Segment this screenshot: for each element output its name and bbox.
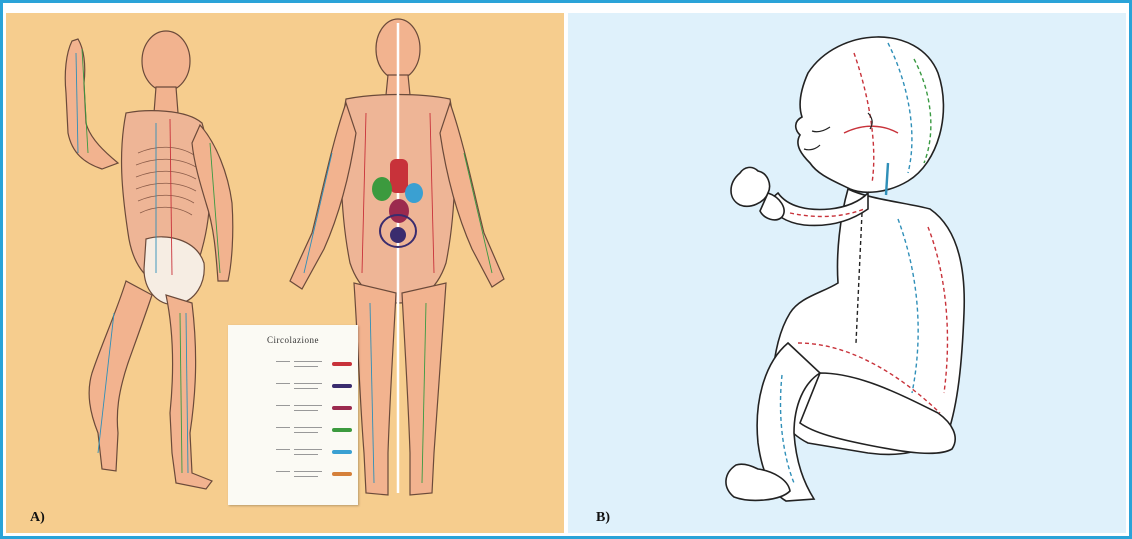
legend-row-ticks: [276, 423, 326, 437]
legend-swatch: [332, 472, 352, 476]
legend-row: [236, 423, 354, 437]
legend-row-ticks: [276, 357, 326, 371]
panel-b-label: B): [596, 510, 610, 526]
side-figure: [65, 31, 233, 489]
legend-row: [236, 401, 354, 415]
legend-swatch: [332, 362, 352, 366]
legend-row: [236, 445, 354, 459]
legend-row: [236, 467, 354, 481]
panel-b: B): [568, 13, 1126, 533]
legend-row-ticks: [276, 445, 326, 459]
legend-swatch: [332, 406, 352, 410]
legend-title: Circolazione: [228, 335, 358, 345]
panel-a-label: A): [30, 510, 45, 526]
panel-a: Circolazione: [6, 13, 564, 533]
legend-swatch: [332, 428, 352, 432]
legend-row-ticks: [276, 401, 326, 415]
legend-swatch: [332, 384, 352, 388]
legend-row: [236, 357, 354, 371]
legend-swatch: [332, 450, 352, 454]
legend-row-ticks: [276, 467, 326, 481]
legend-card: Circolazione: [228, 325, 358, 505]
fetus-meridian-illustration: [568, 13, 1126, 533]
legend-row: [236, 379, 354, 393]
fetus-figure: [726, 37, 964, 501]
legend-row-ticks: [276, 379, 326, 393]
